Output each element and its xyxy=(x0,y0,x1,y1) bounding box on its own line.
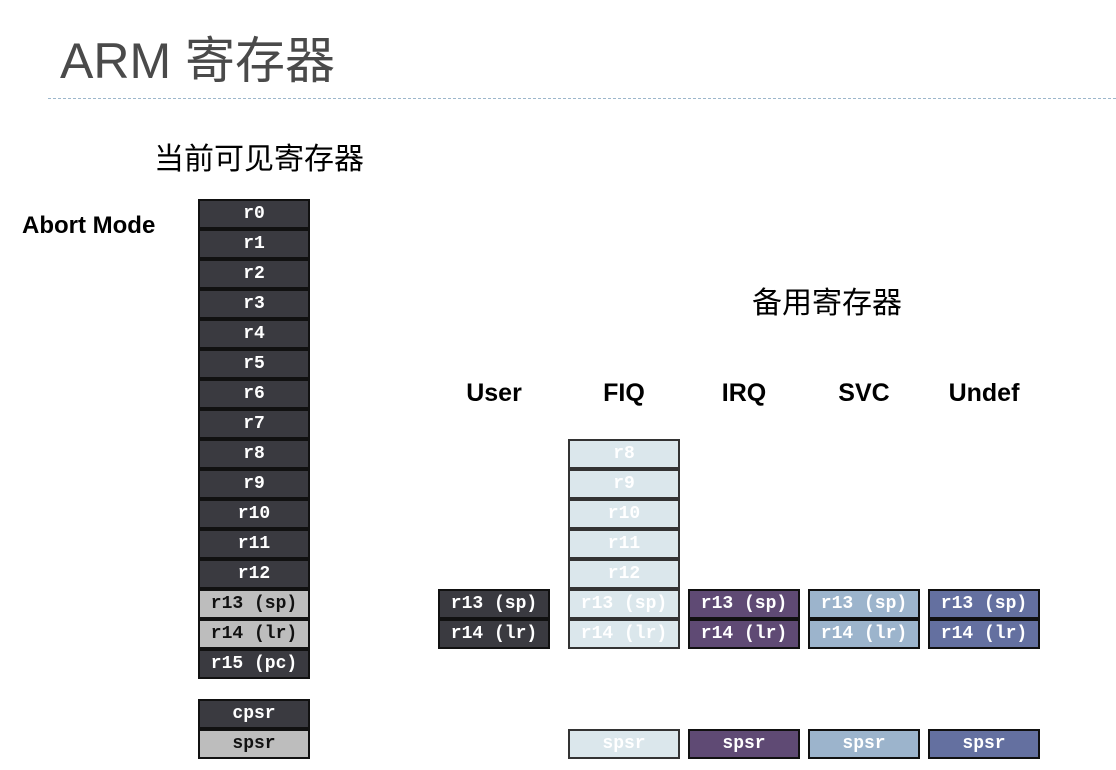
register-r0: r0 xyxy=(198,199,310,229)
register-r14: r14 (lr) xyxy=(198,619,310,649)
register-r6: r6 xyxy=(198,379,310,409)
mode-heading-user: User xyxy=(466,379,522,407)
mode-heading-svc: SVC xyxy=(838,379,890,407)
user-register-r14: r14 (lr) xyxy=(438,619,550,649)
register-r1: r1 xyxy=(198,229,310,259)
register-r3: r3 xyxy=(198,289,310,319)
register-r12: r12 xyxy=(198,559,310,589)
svc-register-spsr: spsr xyxy=(808,729,920,759)
fiq-register-r12: r12 xyxy=(568,559,680,589)
current-mode-label: Abort Mode xyxy=(22,212,156,239)
undef-register-r14: r14 (lr) xyxy=(928,619,1040,649)
register-r13: r13 (sp) xyxy=(198,589,310,619)
undef-register-r13: r13 (sp) xyxy=(928,589,1040,619)
mode-heading-undef: Undef xyxy=(948,379,1020,407)
register-r5: r5 xyxy=(198,349,310,379)
title-divider xyxy=(48,98,1116,99)
fiq-register-r13: r13 (sp) xyxy=(568,589,680,619)
register-r2: r2 xyxy=(198,259,310,289)
current-registers-heading: 当前可见寄存器 xyxy=(154,142,364,177)
fiq-register-r9: r9 xyxy=(568,469,680,499)
irq-register-spsr: spsr xyxy=(688,729,800,759)
register-r10: r10 xyxy=(198,499,310,529)
undef-register-spsr: spsr xyxy=(928,729,1040,759)
irq-register-r13: r13 (sp) xyxy=(688,589,800,619)
register-r11: r11 xyxy=(198,529,310,559)
fiq-register-spsr: spsr xyxy=(568,729,680,759)
fiq-register-r10: r10 xyxy=(568,499,680,529)
mode-heading-irq: IRQ xyxy=(721,379,767,407)
register-cpsr: cpsr xyxy=(198,699,310,729)
fiq-register-r14: r14 (lr) xyxy=(568,619,680,649)
fiq-register-r11: r11 xyxy=(568,529,680,559)
mode-heading-fiq: FIQ xyxy=(603,379,645,407)
register-r7: r7 xyxy=(198,409,310,439)
register-r4: r4 xyxy=(198,319,310,349)
svc-register-r14: r14 (lr) xyxy=(808,619,920,649)
register-r8: r8 xyxy=(198,439,310,469)
fiq-register-r8: r8 xyxy=(568,439,680,469)
register-r15: r15 (pc) xyxy=(198,649,310,679)
user-register-r13: r13 (sp) xyxy=(438,589,550,619)
svc-register-r13: r13 (sp) xyxy=(808,589,920,619)
register-spsr: spsr xyxy=(198,729,310,759)
banked-registers-heading: 备用寄存器 xyxy=(752,286,902,321)
irq-register-r14: r14 (lr) xyxy=(688,619,800,649)
register-r9: r9 xyxy=(198,469,310,499)
page-title: ARM 寄存器 xyxy=(60,33,335,89)
